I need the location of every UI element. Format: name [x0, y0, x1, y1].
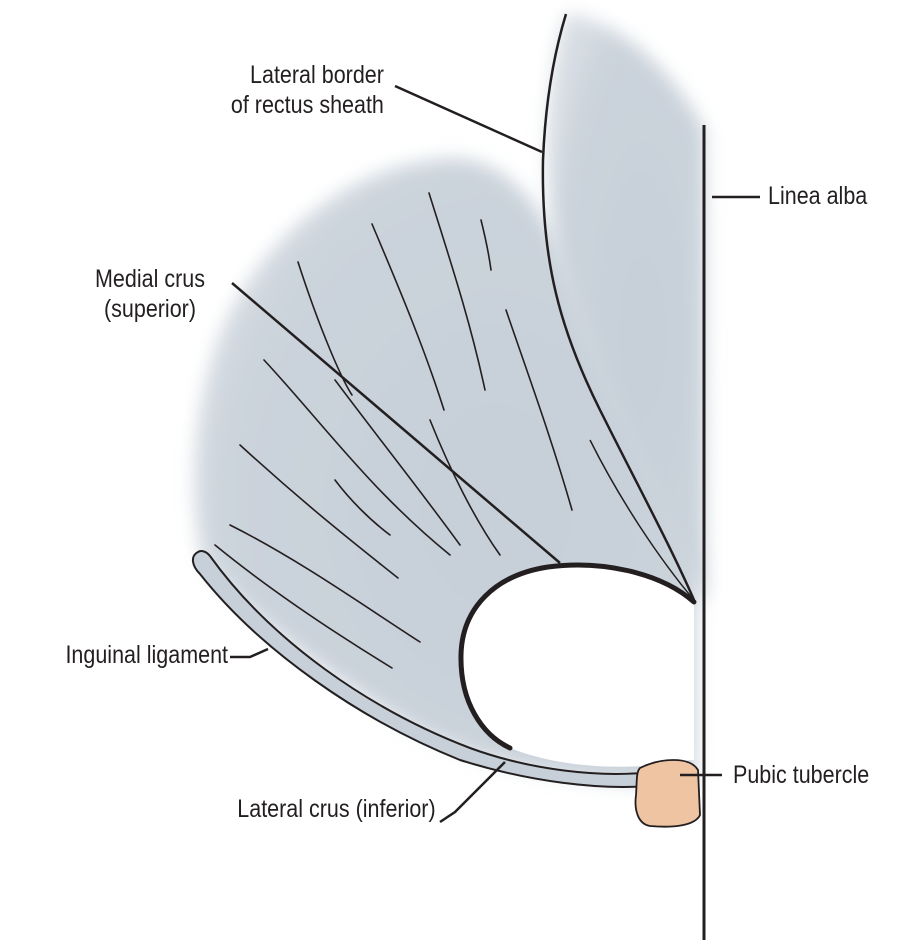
label-lateral-border: Lateral border of rectus sheath	[231, 60, 384, 120]
label-pubic-tubercle-text: Pubic tubercle	[733, 760, 869, 790]
label-lateral-border-line2: of rectus sheath	[231, 90, 384, 120]
label-inguinal-ligament: Inguinal ligament	[65, 640, 228, 670]
label-lateral-crus: Lateral crus (inferior)	[238, 794, 436, 824]
label-inguinal-ligament-text: Inguinal ligament	[65, 640, 228, 670]
label-lateral-crus-text: Lateral crus (inferior)	[238, 794, 436, 824]
label-linea-alba-text: Linea alba	[768, 181, 867, 211]
label-medial-crus-line1: Medial crus	[78, 264, 222, 294]
label-lateral-border-line1: Lateral border	[231, 60, 384, 90]
label-medial-crus: Medial crus (superior)	[78, 264, 222, 324]
label-pubic-tubercle: Pubic tubercle	[733, 760, 869, 790]
label-linea-alba: Linea alba	[768, 181, 867, 211]
label-medial-crus-line2: (superior)	[78, 294, 222, 324]
pubic-tubercle-shape	[636, 760, 700, 827]
